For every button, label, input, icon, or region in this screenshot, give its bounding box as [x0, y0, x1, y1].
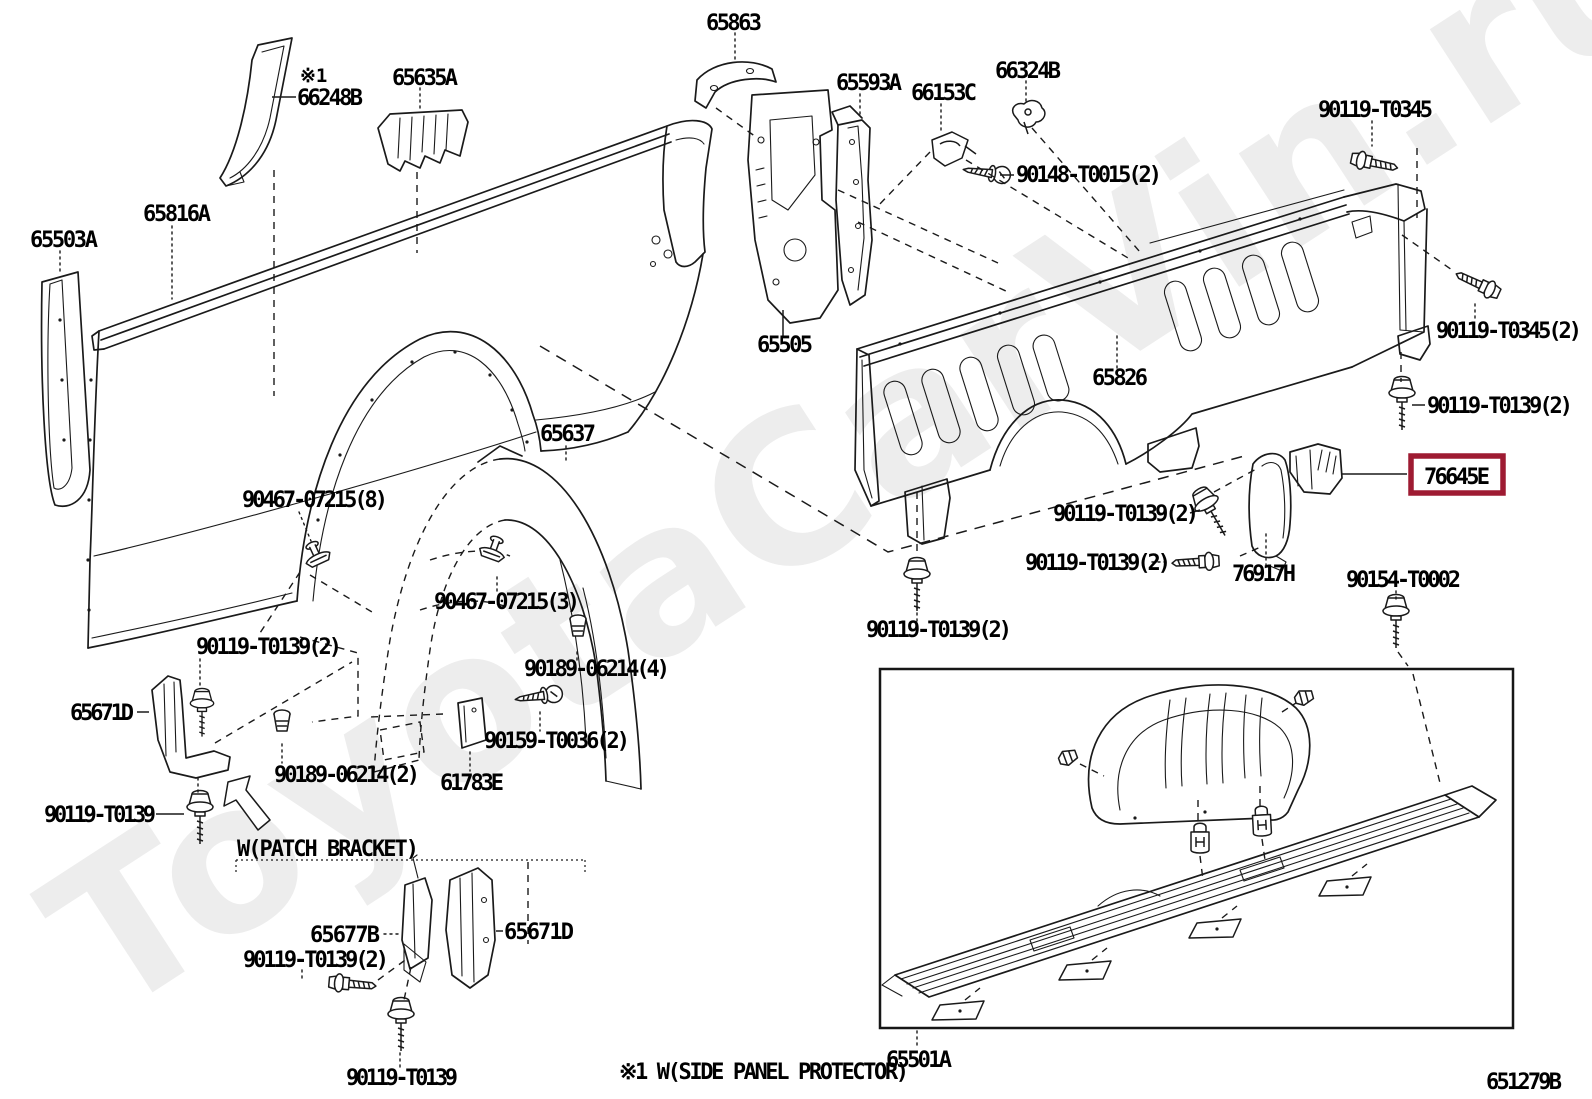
bolt-90119-T0139-g-icon [387, 996, 415, 1052]
bracket-76917H-drawing [1248, 452, 1292, 572]
label-76917H: 76917H [1232, 562, 1296, 587]
box-clip-left-icon [1056, 746, 1080, 769]
panel-65593A-drawing [831, 105, 873, 306]
bolt-90119-T0139-b-icon [1170, 551, 1221, 573]
box-pad-2-icon [1058, 960, 1112, 981]
label-61783E: 61783E [440, 771, 504, 796]
label-65816A: 65816A [143, 202, 211, 227]
label-65635A: 65635A [392, 66, 458, 91]
screw-90148-icon [961, 160, 1013, 186]
box-pad-3-icon [1188, 918, 1242, 939]
note-marker-1: ※1 [300, 65, 327, 87]
label-90119-T0345: 90119-T0345 [1318, 98, 1433, 123]
part-number-labels: 65863 ※1 66248B 65635A 65503A 65816A 655… [30, 11, 1582, 1095]
label-90119-T0139-g: 90119-T0139 [346, 1066, 458, 1091]
label-66248B: 66248B [297, 86, 363, 111]
bolt-90119-T0345-2-icon [1451, 264, 1504, 303]
label-90159-T0036: 90159-T0036(2) [484, 729, 630, 754]
label-90119-T0139-f: 90119-T0139(2) [243, 948, 389, 973]
bracket-65671D-drawing [151, 675, 231, 779]
box-pad-1-icon [931, 1000, 985, 1021]
label-90467-07215-3: 90467-07215(3) [434, 590, 580, 615]
clip-90189-2-icon [273, 709, 291, 732]
direction-arrow [223, 775, 271, 831]
label-65501A: 65501A [886, 1048, 952, 1073]
leader-lines [59, 32, 1476, 1069]
label-90119-T0139-e: 90119-T0139 [44, 803, 156, 828]
label-65593A: 65593A [836, 71, 902, 96]
label-65637: 65637 [540, 422, 596, 447]
liner-65637-drawing [373, 445, 642, 790]
nut-66324B-drawing [1012, 99, 1046, 135]
label-65863: 65863 [706, 11, 762, 36]
label-65671D-patch: 65671D [504, 920, 574, 945]
label-patch-bracket-note: W(PATCH BRACKET) [237, 837, 419, 862]
clip-90189-4-icon [569, 614, 587, 637]
label-65826: 65826 [1092, 366, 1148, 391]
label-drawing-code: 651279B [1486, 1070, 1562, 1095]
label-90154-T0002: 90154-T0002 [1346, 568, 1461, 593]
label-66324B: 66324B [995, 59, 1061, 84]
protector-76645E-drawing [1289, 443, 1343, 495]
box-pin-right-icon [1251, 805, 1273, 838]
bolt-90119-T0139-right-icon [1388, 375, 1416, 431]
label-76645E-highlighted[interactable]: 76645E [1424, 465, 1490, 490]
bracket-65635A-drawing [377, 109, 469, 172]
box-pad-4-icon [1318, 876, 1372, 897]
trim-66248B-drawing [219, 37, 293, 187]
highlighted-part-callout[interactable]: 76645E [1408, 453, 1506, 496]
label-90189-06214-4: 90189-06214(4) [524, 657, 670, 682]
panel-65505-drawing [747, 89, 839, 324]
highlight-box[interactable] [1408, 453, 1506, 496]
label-90189-06214-2: 90189-06214(2) [274, 763, 420, 788]
bolt-90154-T0002-icon [1382, 593, 1410, 649]
label-90119-T0345-2: 90119-T0345(2) [1436, 319, 1582, 344]
panel-65863-drawing [694, 61, 777, 109]
label-90119-T0139-d: 90119-T0139(2) [196, 635, 342, 660]
label-90119-T0139-c: 90119-T0139(2) [866, 618, 1012, 643]
quarter-panel-outer-drawing [86, 119, 713, 649]
label-90148-T0015: 90148-T0015(2) [1016, 163, 1162, 188]
panel-65826-drawing [854, 183, 1431, 545]
label-90119-T0139-right: 90119-T0139(2) [1427, 394, 1573, 419]
clamp-66153C-drawing [931, 131, 977, 167]
label-90119-T0139-b: 90119-T0139(2) [1025, 551, 1171, 576]
label-66153C: 66153C [911, 81, 977, 106]
box-pin-left-icon [1190, 822, 1210, 854]
label-65505: 65505 [757, 333, 813, 358]
plate-61783E-drawing [457, 697, 487, 749]
label-65677B: 65677B [310, 923, 380, 948]
label-65503A: 65503A [30, 228, 98, 253]
side-panel-protector-box [878, 667, 1515, 1030]
label-65671D: 65671D [70, 701, 134, 726]
label-90119-T0139-a: 90119-T0139(2) [1053, 502, 1199, 527]
panel-65503A-drawing [40, 271, 91, 507]
label-side-panel-footnote: ※1 W(SIDE PANEL PROTECTOR) [619, 1060, 909, 1085]
bolt-90119-T0139-c-icon [903, 556, 931, 612]
box-clip-right-icon [1292, 687, 1316, 708]
label-90467-07215-8: 90467-07215(8) [242, 488, 388, 513]
bolt-90119-T0139-f-icon [327, 972, 378, 996]
